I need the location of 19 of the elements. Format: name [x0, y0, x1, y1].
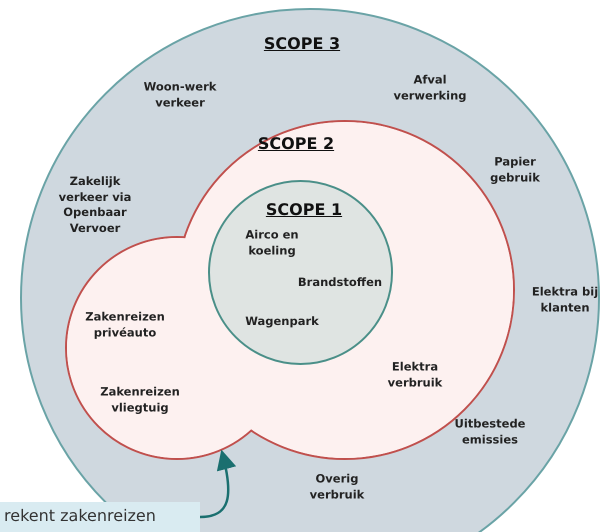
emission-source-label: Afval verwerking	[392, 72, 468, 104]
emission-source-label: Elektra bij klanten	[530, 284, 600, 316]
arrow	[200, 450, 236, 518]
emission-source-label: Papier gebruik	[489, 154, 541, 186]
emission-source-label: Uitbestede emissies	[454, 416, 526, 448]
emission-source-label: Brandstoffen	[296, 275, 384, 291]
scope-title: SCOPE 2	[258, 134, 334, 153]
callout-text: rekent zakenreizen	[4, 506, 156, 525]
emission-source-label: Overig verbruik	[308, 471, 366, 503]
emission-source-label: Woon-werk verkeer	[142, 79, 218, 111]
emission-source-label: Zakenreizen vliegtuig	[99, 384, 181, 416]
callout-box	[0, 502, 200, 532]
emission-source-label: Zakenreizen privéauto	[84, 309, 166, 341]
emission-source-label: Airco en koeling	[244, 227, 300, 259]
emission-source-label: Elektra verbruik	[386, 359, 444, 391]
scope-title: SCOPE 1	[266, 200, 342, 219]
emission-source-label: Wagenpark	[244, 314, 320, 330]
scope-title: SCOPE 3	[264, 34, 340, 53]
emission-source-label: Zakelijk verkeer via Openbaar Vervoer	[58, 174, 132, 236]
